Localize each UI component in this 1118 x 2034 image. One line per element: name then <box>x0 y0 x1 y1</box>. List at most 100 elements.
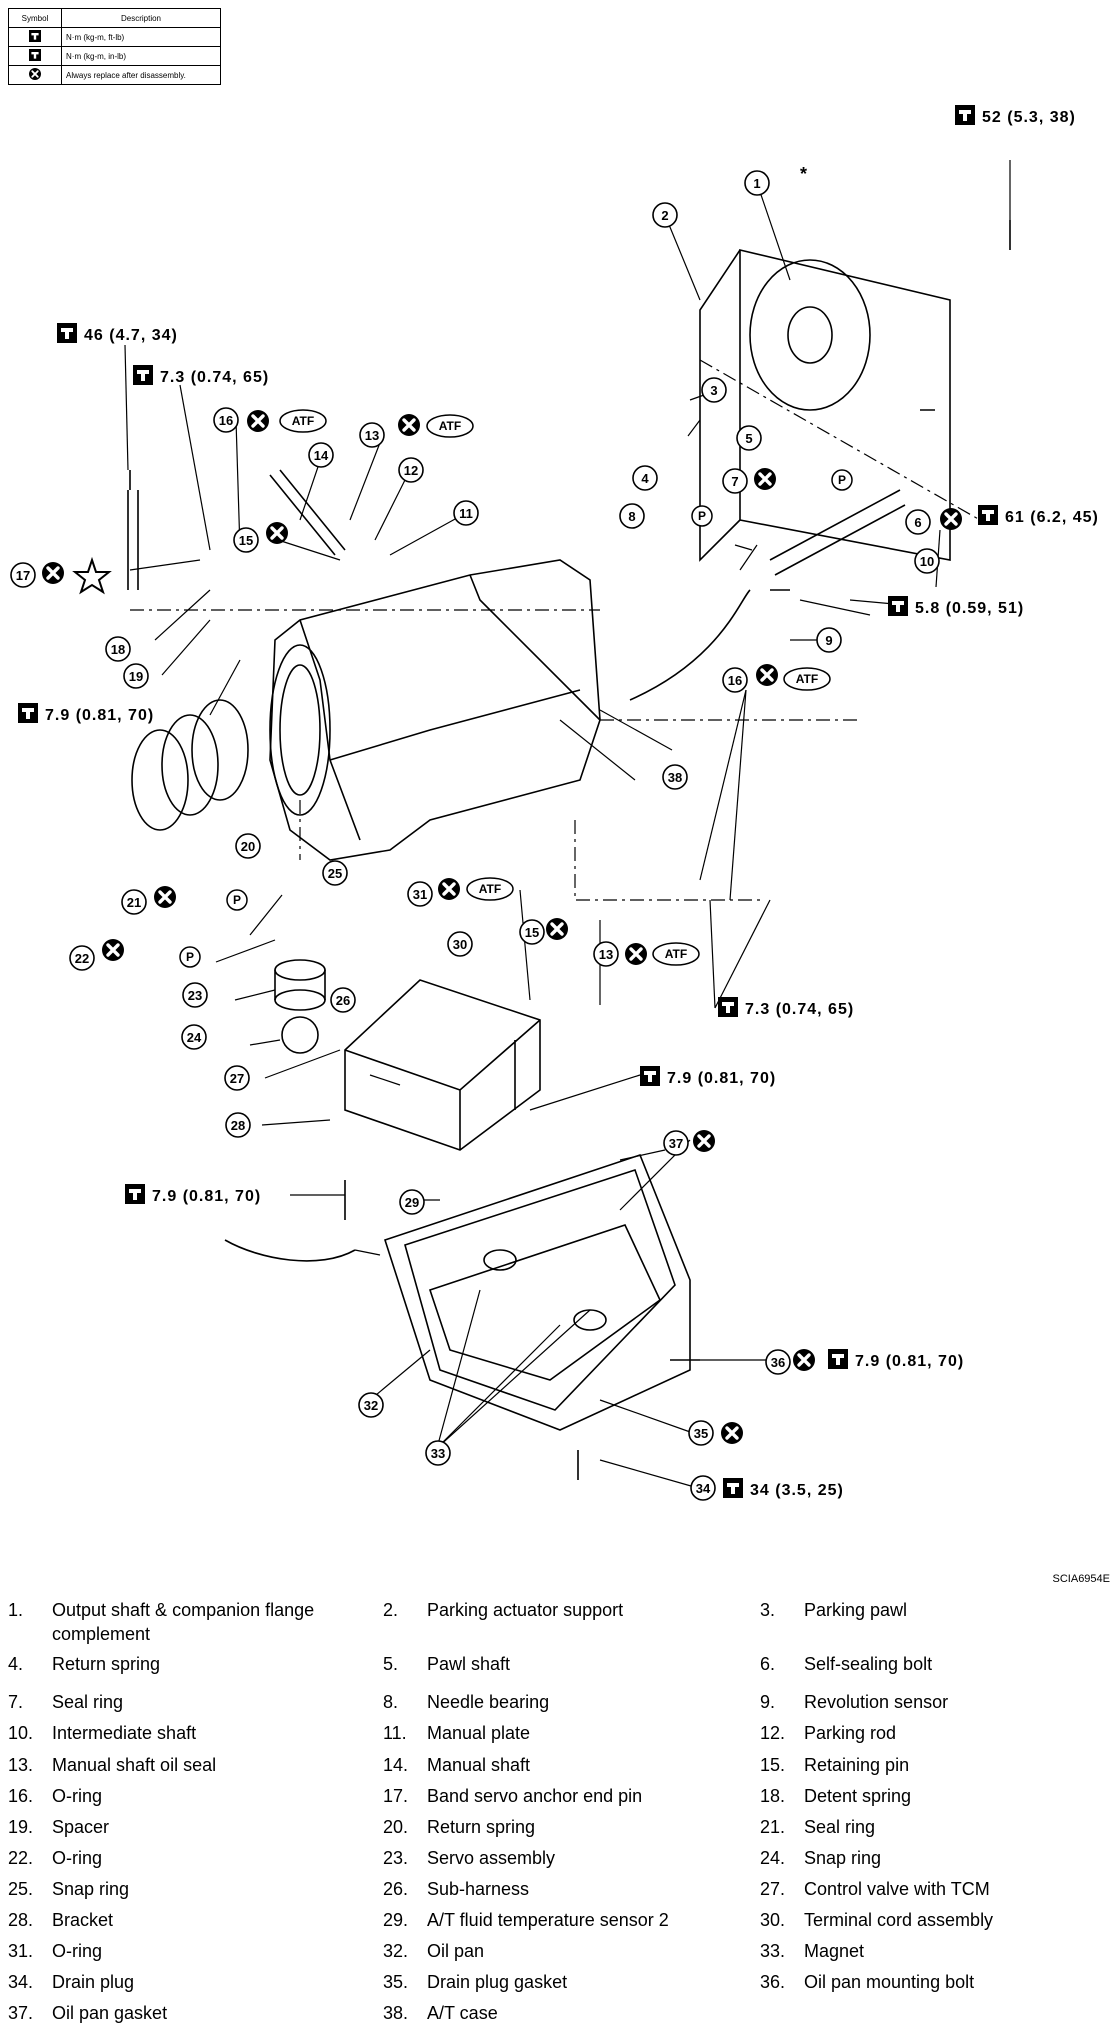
part-label: Manual shaft oil seal <box>52 1755 217 1775</box>
figure-code: SCIA6954E <box>1052 1573 1110 1585</box>
part-number: 14. <box>383 1755 409 1775</box>
svg-text:P: P <box>838 473 846 487</box>
callout-number: 26 <box>336 993 350 1008</box>
torque-wrench-inlb-icon <box>125 1184 145 1204</box>
callout-number: 24 <box>187 1030 202 1045</box>
replace-x-icon <box>40 560 66 586</box>
legend-header-symbol: Symbol <box>8 8 62 28</box>
part-label: Retaining pin <box>804 1755 910 1775</box>
callout-number: 23 <box>188 988 202 1003</box>
part-number: 9. <box>760 1692 776 1712</box>
part-number: 37. <box>8 2003 34 2023</box>
callout-number: 33 <box>431 1446 445 1461</box>
star-icon <box>72 556 112 595</box>
callout-number: 38 <box>668 770 682 785</box>
torque-label: 7.9 (0.81, 70) <box>667 1070 776 1087</box>
part-label: Bracket <box>52 1910 114 1930</box>
part-label: Servo assembly <box>427 1848 556 1868</box>
callout-number: 3 <box>710 383 717 398</box>
part-label: Parking actuator support <box>427 1600 624 1620</box>
part-number: 16. <box>8 1786 34 1806</box>
callout-circle <box>225 1112 251 1138</box>
replace-x-icon <box>719 1420 745 1446</box>
callout-circle <box>519 919 545 945</box>
callout-number: 20 <box>241 839 255 854</box>
callout-circle <box>425 1440 451 1466</box>
part-label: Magnet <box>804 1941 865 1961</box>
part-number: 1. <box>8 1600 24 1620</box>
callout-circle <box>663 1130 689 1156</box>
callout-number: 34 <box>696 1481 711 1496</box>
part-label: Oil pan <box>427 1941 485 1961</box>
replace-x-icon <box>436 876 462 902</box>
torque-wrench-inlb-icon <box>18 703 38 723</box>
part-label: A/T fluid temperature sensor 2 <box>427 1910 669 1930</box>
part-label: Parking pawl <box>804 1600 908 1620</box>
callout-circle <box>359 422 385 448</box>
replace-x-icon <box>100 937 126 963</box>
torque-label: 7.9 (0.81, 70) <box>855 1353 964 1370</box>
callout-circle <box>662 764 688 790</box>
replace-x-icon <box>791 1347 817 1373</box>
svg-text:ATF: ATF <box>479 882 501 896</box>
callout-number: 15 <box>239 533 253 548</box>
replace-x-icon <box>544 916 570 942</box>
callout-number: 36 <box>771 1355 785 1370</box>
part-label: O-ring <box>52 1848 103 1868</box>
torque-wrench-icon <box>978 505 998 525</box>
part-number: 5. <box>383 1654 399 1674</box>
svg-text:*: * <box>800 164 807 184</box>
part-label: O-ring <box>52 1941 103 1961</box>
torque-wrench-icon <box>955 105 975 125</box>
part-number: 2. <box>383 1600 399 1620</box>
part-number: 31. <box>8 1941 34 1961</box>
callout-circle <box>105 636 131 662</box>
callout-number: 16 <box>728 673 742 688</box>
torque-label: 46 (4.7, 34) <box>84 327 178 344</box>
torque-wrench-icon <box>57 323 77 343</box>
replace-x-icon <box>754 662 780 688</box>
part-label: Spacer <box>52 1817 110 1837</box>
callout-circle <box>632 465 658 491</box>
replace-x-icon <box>264 520 290 546</box>
part-number: 18. <box>760 1786 786 1806</box>
callout-circle <box>701 377 727 403</box>
part-number: 23. <box>383 1848 409 1868</box>
torque-label: 7.9 (0.81, 70) <box>45 707 154 724</box>
part-label: Snap ring <box>804 1848 882 1868</box>
callout-circle <box>816 627 842 653</box>
callout-circle <box>736 425 762 451</box>
torque-label: 34 (3.5, 25) <box>750 1482 844 1499</box>
control-valve-outline <box>344 979 541 1151</box>
callout-number: 31 <box>413 887 427 902</box>
callout-circle <box>914 548 940 574</box>
callout-circle <box>233 527 259 553</box>
part-number: 32. <box>383 1941 409 1961</box>
torque-wrench-icon <box>723 1478 743 1498</box>
part-label: Revolution sensor <box>804 1692 949 1712</box>
replace-symbols <box>40 408 964 1446</box>
part-label: Return spring <box>427 1817 536 1837</box>
callout-circle <box>181 1024 207 1050</box>
callout-number: 29 <box>405 1195 419 1210</box>
torque-wrench-inlb-icon <box>133 365 153 385</box>
svg-text:ATF: ATF <box>665 947 687 961</box>
callout-circle <box>235 833 261 859</box>
callout-number: 4 <box>641 471 649 486</box>
callout-circle <box>905 509 931 535</box>
callout-number: 16 <box>219 413 233 428</box>
callout-number: 15 <box>525 925 539 940</box>
part-label: Oil pan mounting bolt <box>804 1972 975 1992</box>
torque-wrench-inlb-icon <box>29 49 41 61</box>
callout-number: 2 <box>661 208 668 223</box>
callout-number: 5 <box>745 431 752 446</box>
replace-x-icon <box>28 67 42 81</box>
part-label: Output shaft & companion flange compleme… <box>52 1600 315 1644</box>
part-label: Seal ring <box>52 1692 124 1712</box>
torque-wrench-icon <box>29 30 41 42</box>
part-label: Self-sealing bolt <box>804 1654 933 1674</box>
svg-text:P: P <box>698 509 706 523</box>
part-label: Terminal cord assembly <box>804 1910 994 1930</box>
callout-circle <box>10 562 36 588</box>
part-number: 21. <box>760 1817 786 1837</box>
